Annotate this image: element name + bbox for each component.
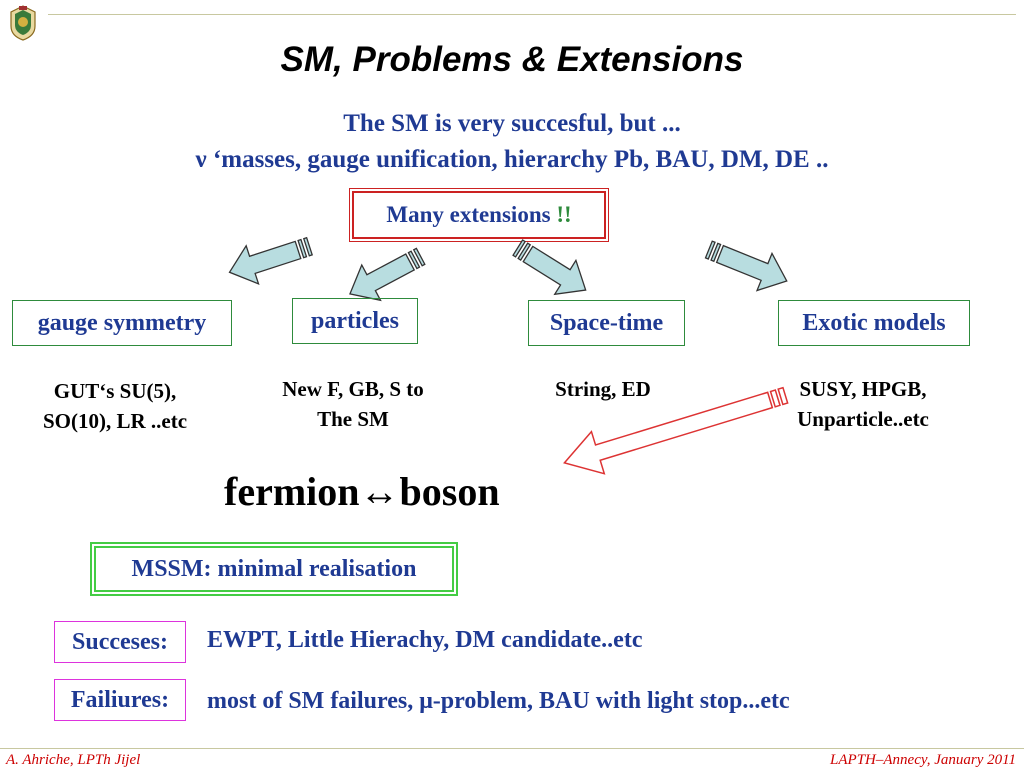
page-title: SM, Problems & Extensions (280, 40, 744, 79)
header-rule (48, 14, 1016, 15)
failures-label: Failiures: (54, 679, 186, 721)
many-extensions-emph: !! (556, 202, 572, 227)
arrow-susy-to-fermion-boson (563, 386, 789, 475)
fermion-boson-label: fermion↔boson (224, 469, 500, 514)
category-space-time: Space-time (528, 300, 685, 346)
footer-author: A. Ahriche, LPTh Jijel (6, 752, 141, 768)
subtitle-line-1: The SM is very succesful, but ... (343, 110, 681, 137)
successes-label: Succeses: (54, 621, 186, 663)
exotic-detail-line-2: Unparticle..etc (797, 407, 929, 431)
footer-venue: LAPTH–Annecy, January 2011 (830, 752, 1016, 768)
particles-detail-line-2: The SM (317, 407, 389, 431)
category-gauge-symmetry: gauge symmetry (12, 300, 232, 346)
successes-text: EWPT, Little Hierachy, DM candidate..etc (207, 627, 643, 653)
gauge-symmetry-details: GUT‘s SU(5), SO(10), LR ..etc (0, 376, 230, 436)
university-logo (10, 5, 36, 41)
many-extensions-label: Many extensions (386, 202, 551, 227)
space-time-details: String, ED (508, 374, 698, 404)
gauge-detail-line-1: GUT‘s SU(5), (53, 379, 177, 403)
particles-details: New F, GB, S to The SM (248, 374, 458, 434)
footer-rule (0, 748, 1024, 749)
arrow-to-gauge-symmetry (228, 236, 314, 285)
failures-text: most of SM failures, μ-problem, BAU with… (207, 688, 790, 714)
subtitle-line-2: ν ‘masses, gauge unification, hierarchy … (195, 146, 829, 173)
category-particles: particles (292, 298, 418, 344)
mssm-box: MSSM: minimal realisation (90, 542, 458, 596)
arrow-to-space-time (512, 239, 587, 296)
space-time-detail-line-1: String, ED (555, 377, 651, 401)
gauge-detail-line-2: SO(10), LR ..etc (42, 409, 188, 433)
arrow-to-particles (349, 247, 426, 302)
category-exotic-models: Exotic models (778, 300, 970, 346)
many-extensions-box: Many extensions !! (349, 188, 609, 242)
particles-detail-line-1: New F, GB, S to (282, 377, 424, 401)
arrow-to-exotic-models (704, 240, 788, 292)
exotic-detail-line-1: SUSY, HPGB, (799, 377, 927, 401)
exotic-details: SUSY, HPGB, Unparticle..etc (760, 374, 966, 434)
